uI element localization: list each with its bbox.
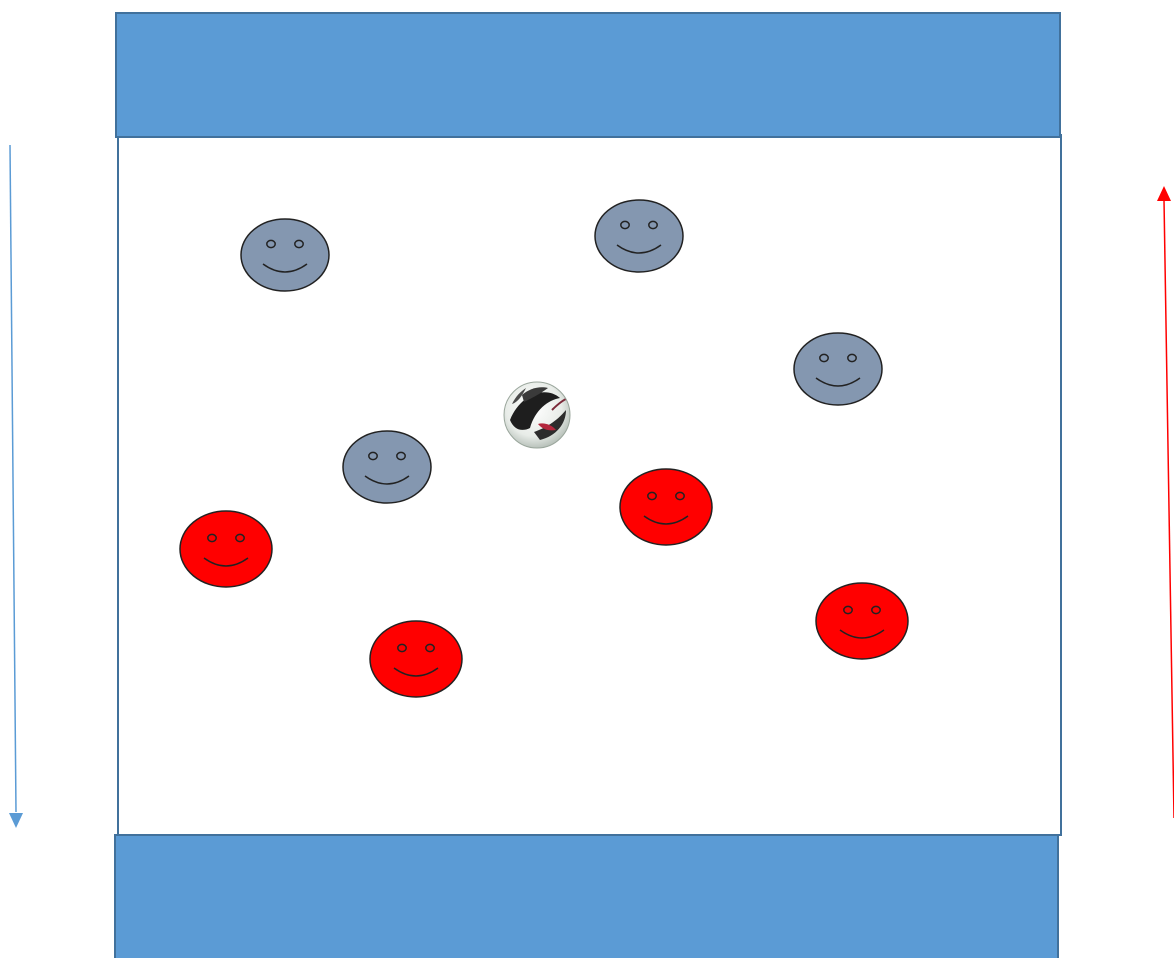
red-team-direction-arrow [1157, 186, 1174, 818]
smiley-face-icon [180, 511, 272, 587]
smiley-face-icon [816, 583, 908, 659]
grey-team-player [595, 200, 683, 272]
smiley-face-icon [595, 200, 683, 272]
top-end-zone [116, 13, 1060, 137]
arrow-down-icon [9, 813, 23, 828]
smiley-face-icon [343, 431, 431, 503]
smiley-face-icon [794, 333, 882, 405]
grey-team-player [343, 431, 431, 503]
red-team-player [816, 583, 908, 659]
blue-team-direction-arrow [9, 145, 23, 828]
smiley-face-icon [241, 219, 329, 291]
smiley-face-icon [370, 621, 462, 697]
red-team-player [180, 511, 272, 587]
soccer-ball-icon [504, 382, 570, 448]
red-team-player [370, 621, 462, 697]
bottom-end-zone [115, 835, 1058, 958]
grey-team-player [241, 219, 329, 291]
smiley-face-icon [620, 469, 712, 545]
red-team-player [620, 469, 712, 545]
grey-team-player [794, 333, 882, 405]
arrow-up-icon [1157, 186, 1171, 201]
